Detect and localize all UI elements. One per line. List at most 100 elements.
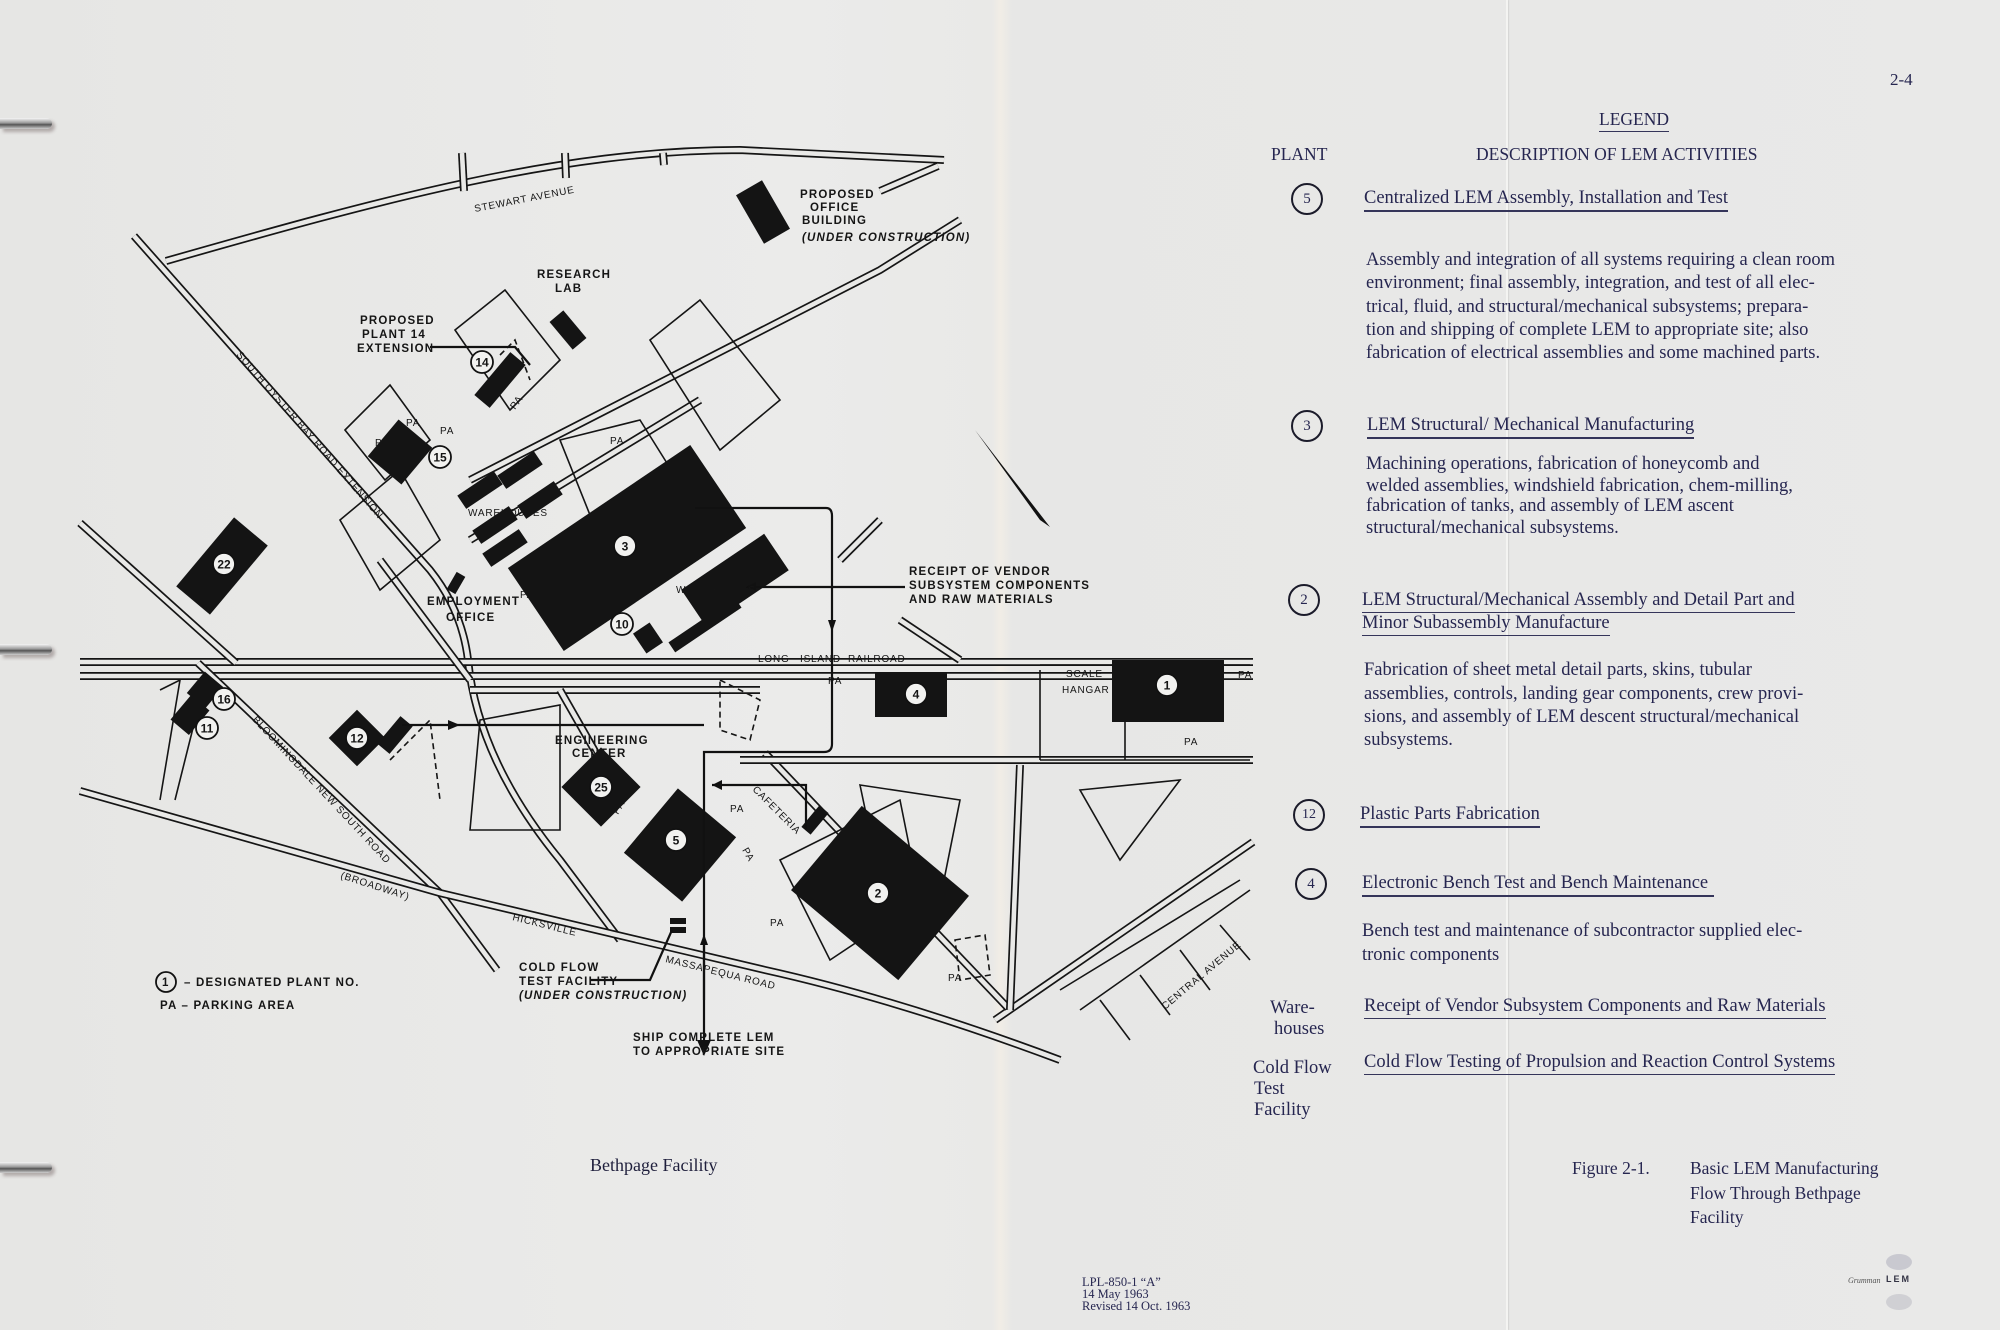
building-plant-14 — [474, 352, 526, 408]
label-receipt: AND RAW MATERIALS — [909, 594, 1054, 606]
page-fold — [1506, 0, 1508, 1330]
building-plant-10 — [632, 622, 664, 654]
parking-label: PA — [1184, 737, 1198, 748]
road-label-railroad: ISLAND — [800, 654, 841, 665]
label-cold-flow: COLD FLOW — [519, 962, 599, 974]
building-plant-15 — [367, 419, 433, 485]
flow-arrow — [712, 783, 808, 829]
lot-outline — [1059, 879, 1251, 1041]
building-warehouse — [482, 529, 528, 567]
leader-line — [590, 929, 674, 982]
figure-caption-line: Basic LEM Manufacturing — [1690, 1158, 1879, 1178]
road-label-railroad: RAILROAD — [848, 654, 906, 665]
map-title: Bethpage Facility — [590, 1155, 718, 1175]
label-scale-hangar: SCALE — [1066, 669, 1103, 680]
parking-label: PA — [948, 973, 962, 984]
plant-marker-circle — [664, 828, 688, 852]
parking-label: PA — [440, 426, 454, 437]
parking-label: PA — [1238, 670, 1252, 681]
label-cold-flow: (UNDER CONSTRUCTION) — [519, 990, 687, 1002]
parking-label: PA — [770, 918, 784, 929]
arrowheads — [448, 430, 1050, 1056]
building-warehouse — [668, 597, 742, 653]
plant-marker-circle — [345, 726, 369, 750]
legend-desc-line: environment; final assembly, integration… — [1366, 273, 1815, 293]
key-plant-number: 1 — [162, 977, 169, 989]
label-ship: TO APPROPRIATE SITE — [633, 1046, 785, 1058]
label-under-construction: (UNDER CONSTRUCTION) — [802, 232, 970, 244]
road — [78, 521, 238, 665]
plant-marker-number: 12 — [350, 732, 364, 746]
label-research-lab: LAB — [555, 283, 582, 295]
building-cold-flow — [670, 918, 686, 924]
building-warehouse — [457, 471, 503, 509]
legend-desc-line: structural/mechanical subsystems. — [1366, 518, 1619, 538]
plant-marker-circle — [904, 682, 928, 706]
road — [165, 147, 945, 264]
legend-desc-line: tion and shipping of complete LEM to app… — [1366, 320, 1809, 340]
plant-marker-circle — [1155, 673, 1179, 697]
plant-marker-number: 16 — [217, 693, 231, 707]
road — [459, 152, 467, 192]
plant-marker-circle — [589, 775, 613, 799]
road-network — [77, 145, 1256, 1064]
parking-label: PA — [610, 436, 624, 447]
plant-marker-circle — [212, 687, 236, 711]
arrowhead — [712, 780, 722, 790]
legend-title: LEGEND — [1599, 108, 1669, 132]
label-receipt: SUBSYSTEM COMPONENTS — [909, 580, 1090, 592]
lot-outline — [469, 704, 561, 831]
key-plant-text: – DESIGNATED PLANT NO. — [184, 977, 360, 989]
column-header-plant: PLANT — [1271, 144, 1328, 164]
legend-heading: Centralized LEM Assembly, Installation a… — [1364, 187, 1729, 212]
plant-number-badge: 3 — [1291, 410, 1323, 442]
plant-marker-number: 4 — [913, 688, 920, 702]
legend-heading: Electronic Bench Test and Bench Maintena… — [1362, 872, 1715, 897]
label-warehouses: WAREHOUSES — [468, 508, 548, 519]
label-proposed-office: OFFICE — [810, 202, 859, 214]
plant-marker-number: 10 — [615, 618, 629, 632]
road — [898, 618, 962, 662]
legend-heading: Plastic Parts Fabrication — [1360, 803, 1540, 828]
key-pa-text: PA – PARKING AREA — [160, 1000, 295, 1012]
logo-signature: Grumman — [1848, 1276, 1881, 1285]
plant-marker-circle — [470, 350, 494, 374]
flow-arrow — [695, 506, 834, 1040]
binder-ring — [0, 644, 52, 655]
lot-outline — [389, 338, 991, 981]
legend-desc-line: sions, and assembly of LEM descent struc… — [1364, 707, 1800, 727]
plant-marker-number: 5 — [673, 834, 680, 848]
building-warehouse — [517, 481, 563, 519]
building-proposed-office — [736, 180, 790, 244]
building-warehouse — [472, 506, 518, 544]
label-plant14-ext: EXTENSION — [357, 343, 434, 355]
document-footer: LPL-850-1 “A” 14 May 1963 Revised 14 Oct… — [1082, 1276, 1190, 1313]
legend-desc-line: subsystems. — [1364, 730, 1453, 750]
lot-outline — [1078, 779, 1182, 862]
arrowhead — [448, 720, 460, 730]
plant-number-badge: 2 — [1288, 584, 1320, 616]
label-proposed-office: PROPOSED — [800, 189, 875, 201]
plant-marker-number: 22 — [217, 558, 231, 572]
building-plant-11 — [170, 695, 210, 735]
plant-marker-circle — [212, 552, 236, 576]
plant-marker-circle — [613, 534, 637, 558]
road — [660, 152, 667, 166]
label-proposed-office: BUILDING — [802, 215, 867, 227]
legend-heading: Receipt of Vendor Subsystem Components a… — [1364, 995, 1826, 1019]
plant-marker-circle — [195, 716, 219, 740]
building-warehouse — [681, 533, 789, 627]
parking-label: PA — [739, 846, 756, 864]
road — [879, 163, 939, 194]
road — [468, 218, 962, 483]
arrowhead — [700, 934, 708, 945]
legend-desc-line: welded assemblies, windshield fabricatio… — [1366, 476, 1793, 496]
column-header-description: DESCRIPTION OF LEM ACTIVITIES — [1476, 144, 1758, 164]
plant-marker-circle — [610, 612, 634, 636]
plant-number-badge: 4 — [1295, 868, 1327, 900]
leader-line — [430, 345, 531, 366]
figure-caption-line: Flow Through Bethpage — [1690, 1183, 1861, 1203]
legend-heading: LEM Structural/ Mechanical Manufacturing — [1367, 414, 1695, 439]
lot-outline — [343, 383, 432, 482]
